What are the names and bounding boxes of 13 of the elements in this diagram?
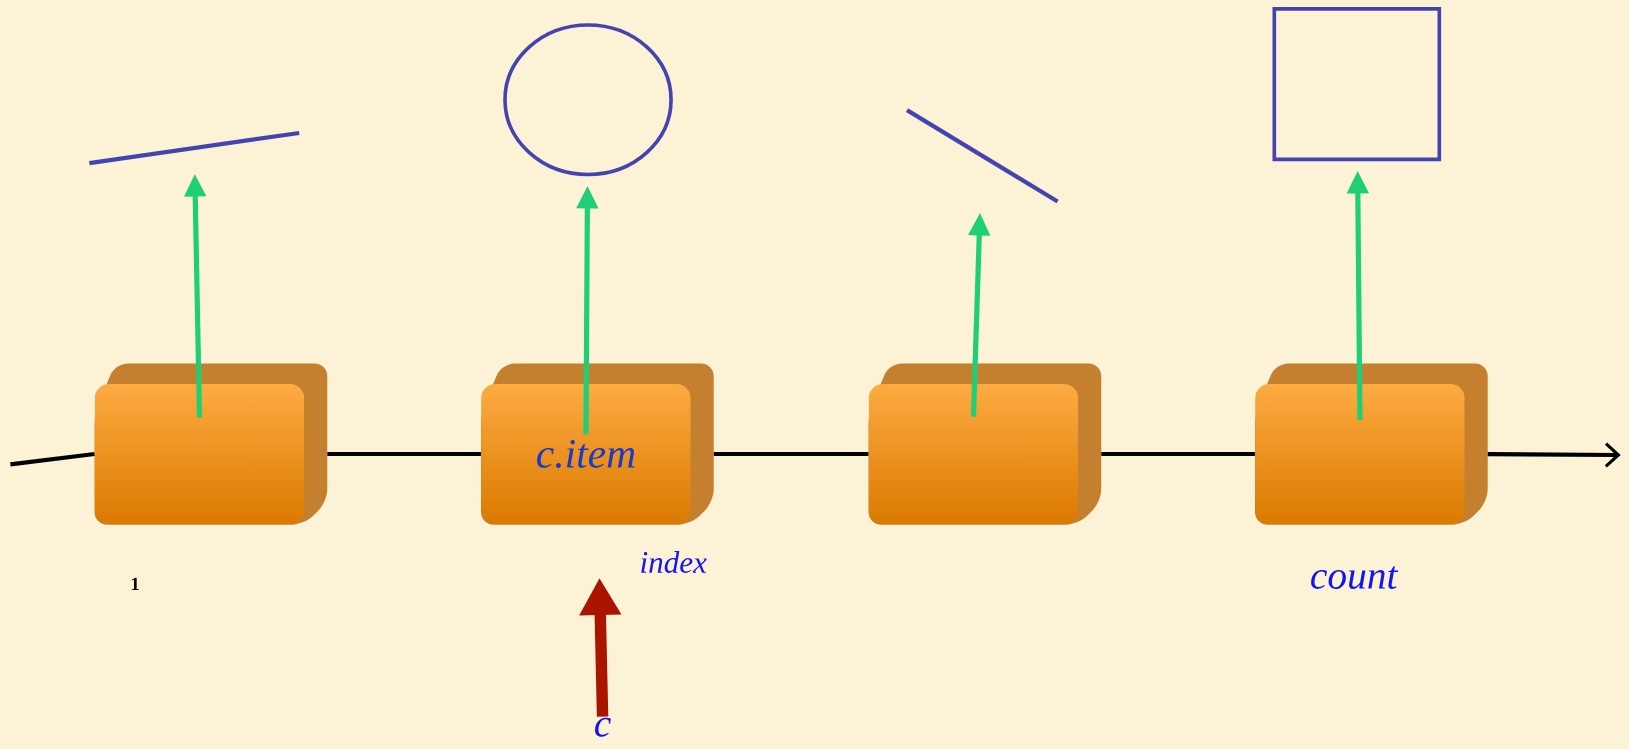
- circle-shape: [503, 23, 673, 177]
- node-label: c: [595, 717, 611, 737]
- connector-line: [1101, 451, 1255, 457]
- line-shape: [89, 130, 300, 166]
- connector-line: [713, 451, 869, 457]
- connector-line: [327, 451, 481, 457]
- line-shape: [905, 108, 1059, 204]
- label-text: 1: [131, 577, 139, 590]
- connector-line: [10, 451, 95, 467]
- block-box: c.item: [481, 363, 714, 525]
- arrow: [1487, 442, 1621, 468]
- label-text: count: [1311, 566, 1399, 589]
- square-shape: [1272, 7, 1442, 162]
